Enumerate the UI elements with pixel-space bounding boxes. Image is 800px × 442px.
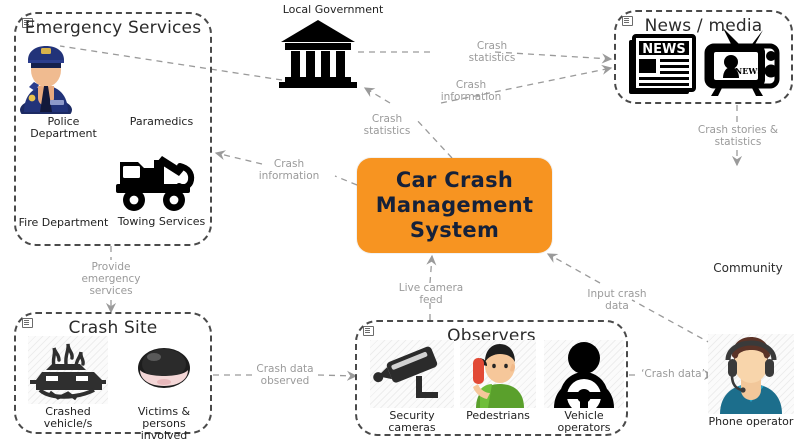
central-system-label: Car Crash Management System — [375, 168, 534, 242]
group-crash-site[interactable]: Crash Site — [14, 312, 212, 434]
node-fire-department[interactable]: Fire Department — [16, 140, 111, 229]
group-title-emergency-services: Emergency Services — [24, 18, 202, 38]
group-marker-icon — [22, 18, 33, 28]
caption-vehicle-operators: Vehicle operators — [557, 409, 611, 434]
police-officer-icon — [16, 36, 111, 114]
node-crashed-vehicles[interactable]: Crashed vehicle/s — [22, 336, 114, 430]
pedestrian-phone-icon — [460, 340, 536, 408]
caption-local-government: Local Government — [282, 3, 384, 16]
node-phone-operator[interactable]: Phone operator — [706, 334, 796, 428]
node-vehicle-operators[interactable]: Vehicle operators — [541, 340, 627, 434]
caption-victims-persons: Victims & persons involved — [137, 405, 191, 442]
caption-phone-operator: Phone operator — [708, 415, 794, 428]
newspaper-icon: NEWS — [626, 32, 702, 98]
group-marker-icon — [622, 16, 633, 26]
security-camera-icon — [370, 340, 454, 408]
central-system-node[interactable]: Car Crash Management System — [357, 158, 552, 253]
government-building-icon — [277, 18, 389, 90]
flow-label-crash-data-observed: Crash data observed — [256, 363, 314, 387]
injured-person-icon — [124, 336, 204, 404]
node-victims-persons[interactable]: Victims & persons involved — [118, 336, 210, 442]
flow-label-crash-information-core-emergency: Crash information — [258, 158, 320, 182]
group-title-news-media: News / media — [644, 16, 763, 36]
caption-security-cameras: Security cameras — [388, 409, 436, 434]
label-community: Community — [713, 261, 783, 275]
crashed-car-icon — [28, 336, 108, 404]
flow-label-live-camera-feed: Live camera feed — [398, 282, 464, 306]
caption-paramedics: Paramedics — [129, 115, 194, 128]
flow-label-provide-emergency-services: Provide emergency services — [81, 261, 141, 297]
group-news-media[interactable]: News / media — [614, 10, 793, 104]
caption-towing-services: Towing Services — [117, 215, 206, 228]
flow-label-crash-data-quoted: ‘Crash data’ — [641, 368, 705, 380]
phone-operator-icon — [708, 334, 794, 414]
node-paramedics[interactable]: Paramedics — [114, 36, 209, 128]
node-police-department[interactable]: Police Department — [16, 36, 111, 140]
node-pedestrians[interactable]: Pedestrians — [457, 340, 539, 422]
flow-label-crash-stories-statistics: Crash stories & statistics — [697, 124, 779, 148]
television-news-icon: NEWS — [703, 26, 785, 98]
flow-label-crash-statistics-core-gov: Crash statistics — [363, 113, 411, 137]
node-local-government[interactable]: Local Government — [277, 4, 389, 90]
group-title-crash-site: Crash Site — [68, 318, 158, 338]
fire-department-icon — [16, 140, 111, 215]
node-security-cameras[interactable]: Security cameras — [366, 340, 458, 434]
group-marker-icon — [22, 318, 33, 328]
svg-text:NEWS: NEWS — [642, 42, 685, 57]
flow-label-input-crash-data: Input crash data — [587, 288, 647, 312]
vehicle-operator-icon — [544, 340, 624, 408]
svg-text:NEWS: NEWS — [735, 66, 763, 76]
caption-police-department: Police Department — [30, 115, 97, 140]
caption-fire-department: Fire Department — [18, 216, 109, 229]
caption-pedestrians: Pedestrians — [466, 409, 530, 422]
group-emergency-services[interactable]: Emergency Services — [14, 12, 212, 246]
caption-crashed-vehicles: Crashed vehicle/s — [43, 405, 93, 430]
group-marker-icon — [363, 326, 374, 336]
paramedics-icon — [114, 36, 209, 114]
flow-label-crash-information-core-news: Crash information — [440, 79, 502, 103]
node-television-news[interactable]: NEWS — [703, 26, 785, 100]
flow-label-crash-statistics-gov-news: Crash statistics — [468, 40, 516, 64]
node-towing-services[interactable]: Towing Services — [114, 140, 209, 228]
node-newspaper[interactable]: NEWS — [626, 32, 702, 100]
tow-truck-icon — [114, 140, 209, 214]
